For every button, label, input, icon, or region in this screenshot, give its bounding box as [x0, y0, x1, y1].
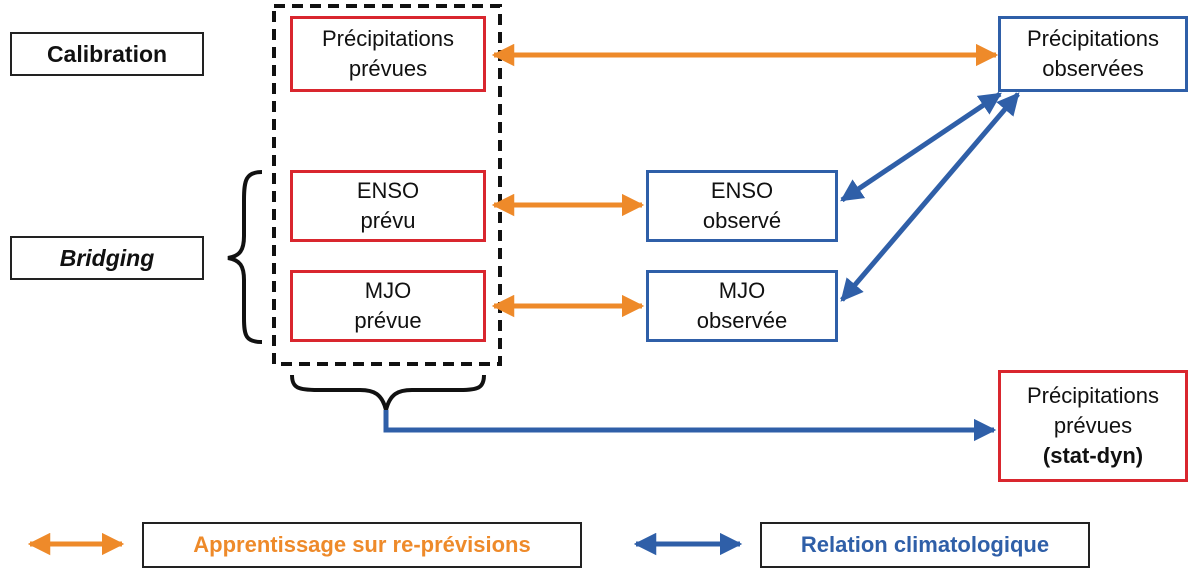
node-mjo-observee: MJO observée	[646, 270, 838, 342]
bridging-label-text: Bridging	[59, 244, 155, 271]
forecast-group-frame	[272, 4, 502, 366]
node-line: prévues	[348, 56, 428, 81]
node-line: Précipitations	[1026, 26, 1160, 51]
node-line: MJO	[364, 278, 412, 303]
node-line: observées	[1042, 56, 1144, 81]
bridging-brace	[227, 170, 263, 344]
calibration-label-text: Calibration	[46, 40, 168, 67]
node-line: Précipitations	[321, 26, 455, 51]
node-line: (stat-dyn)	[1042, 443, 1144, 468]
arrow-mjo-observed-precip	[840, 92, 1020, 302]
calibration-label: Calibration	[10, 32, 204, 76]
node-mjo-prevue: MJO prévue	[290, 270, 486, 342]
node-line: ENSO	[710, 178, 774, 203]
node-precip-observees: Précipitations observées	[998, 16, 1188, 92]
legend-blue-label: Relation climatologique	[800, 532, 1050, 557]
node-precip-prevues: Précipitations prévues	[290, 16, 486, 92]
bridging-label: Bridging	[10, 236, 204, 280]
node-line: Précipitations	[1026, 383, 1160, 408]
node-enso-prevu: ENSO prévu	[290, 170, 486, 242]
arrow-enso-observed-precip	[840, 91, 1002, 203]
node-line: ENSO	[356, 178, 420, 203]
group-brace	[290, 374, 486, 411]
legend-blue: Relation climatologique	[760, 522, 1090, 568]
node-line: prévu	[360, 208, 416, 233]
node-line: observée	[696, 308, 788, 333]
node-enso-observe: ENSO observé	[646, 170, 838, 242]
node-line: MJO	[718, 278, 766, 303]
legend-orange: Apprentissage sur re-prévisions	[142, 522, 582, 568]
node-line: observé	[702, 208, 782, 233]
legend-orange-label: Apprentissage sur re-prévisions	[193, 532, 531, 557]
node-line: prévue	[354, 308, 422, 333]
arrow-to-statdyn	[383, 410, 997, 442]
node-precip-statdyn: Précipitations prévues (stat-dyn)	[998, 370, 1188, 482]
node-line: prévues	[1053, 413, 1133, 438]
